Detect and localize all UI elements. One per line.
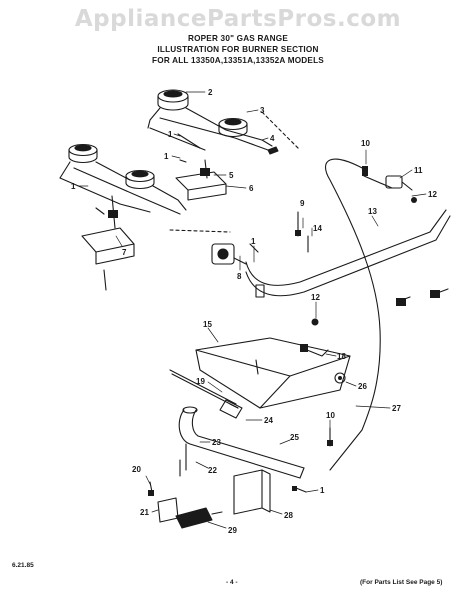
callout-2: 2 bbox=[208, 88, 213, 97]
page-number: - 4 - bbox=[226, 579, 238, 586]
fitting-11 bbox=[385, 175, 413, 191]
callout-labels: 2 3 4 1 1 5 6 1 7 8 9 14 10 11 12 13 1 1… bbox=[71, 88, 437, 535]
fitting-10-upper bbox=[362, 166, 368, 176]
callout-13: 13 bbox=[368, 207, 377, 216]
revision-date: 6.21.85 bbox=[12, 562, 34, 569]
orifice-hoods-13 bbox=[396, 288, 449, 306]
box-28 bbox=[233, 469, 271, 515]
screw-9 bbox=[295, 211, 301, 237]
screw-1-lower bbox=[292, 486, 307, 493]
callout-24: 24 bbox=[264, 416, 273, 425]
igniter-24 bbox=[219, 399, 243, 419]
callout-leaders bbox=[77, 91, 427, 529]
callout-4: 4 bbox=[270, 134, 275, 143]
deflector-15 bbox=[195, 337, 351, 409]
callout-22: 22 bbox=[208, 466, 217, 475]
burner-tube-upper-rear bbox=[147, 107, 279, 155]
callout-11: 11 bbox=[414, 166, 423, 175]
callout-25: 25 bbox=[290, 433, 299, 442]
callout-12a: 12 bbox=[428, 190, 437, 199]
callout-7: 7 bbox=[122, 248, 127, 257]
callout-20: 20 bbox=[132, 465, 141, 474]
callout-5: 5 bbox=[229, 171, 234, 180]
callout-8: 8 bbox=[237, 272, 242, 281]
callout-9: 9 bbox=[300, 199, 305, 208]
manifold-13 bbox=[245, 209, 451, 298]
oven-burner-25 bbox=[178, 406, 305, 479]
igniter-rod-19 bbox=[169, 369, 239, 409]
callout-1d: 1 bbox=[251, 237, 256, 246]
fitting-12-upper bbox=[411, 197, 417, 203]
callout-14: 14 bbox=[313, 224, 322, 233]
callout-1c: 1 bbox=[71, 182, 76, 191]
bracket-21 bbox=[148, 481, 179, 523]
diagram-title: ROPER 30" GAS RANGE bbox=[187, 34, 289, 43]
watermark: AppliancePartsPros.com bbox=[74, 6, 402, 32]
callout-12b: 12 bbox=[311, 293, 320, 302]
fitting-12-lower bbox=[311, 318, 319, 326]
callout-15: 15 bbox=[203, 320, 212, 329]
burner-head-3 bbox=[218, 117, 248, 138]
callout-28: 28 bbox=[284, 511, 293, 520]
callout-3: 3 bbox=[260, 106, 265, 115]
callout-10a: 10 bbox=[361, 139, 370, 148]
callout-18: 18 bbox=[337, 352, 346, 361]
callout-1b: 1 bbox=[164, 152, 169, 161]
ignitor-29 bbox=[175, 507, 223, 529]
callout-26: 26 bbox=[358, 382, 367, 391]
callout-6: 6 bbox=[249, 184, 254, 193]
diagram-models: FOR ALL 13350A,13351A,13352A MODELS bbox=[152, 56, 324, 65]
diagram-subtitle: ILLUSTRATION FOR BURNER SECTION bbox=[157, 45, 319, 54]
leader-dashed bbox=[169, 111, 301, 233]
callout-27: 27 bbox=[392, 404, 401, 413]
bracket-5 bbox=[175, 159, 227, 201]
fitting-10-lower bbox=[327, 427, 333, 447]
callout-1e: 1 bbox=[320, 486, 325, 495]
burner-head-left-front bbox=[125, 169, 155, 190]
parts-list-note: (For Parts List See Page 5) bbox=[360, 579, 443, 586]
gas-tube-27 bbox=[325, 158, 393, 471]
callout-1a: 1 bbox=[168, 130, 173, 139]
callout-21: 21 bbox=[140, 508, 149, 517]
callout-23: 23 bbox=[212, 438, 221, 447]
spud-26 bbox=[334, 372, 346, 384]
burner-head-2 bbox=[157, 89, 189, 111]
bracket-7 bbox=[81, 195, 135, 291]
callout-29: 29 bbox=[228, 526, 237, 535]
burner-tube-left bbox=[59, 161, 187, 215]
orifice-18 bbox=[300, 344, 329, 357]
screw-1-upper bbox=[95, 133, 259, 253]
callout-10b: 10 bbox=[326, 411, 335, 420]
callout-19: 19 bbox=[196, 377, 205, 386]
valve-8 bbox=[211, 243, 247, 265]
burner-head-left-rear bbox=[68, 143, 98, 164]
